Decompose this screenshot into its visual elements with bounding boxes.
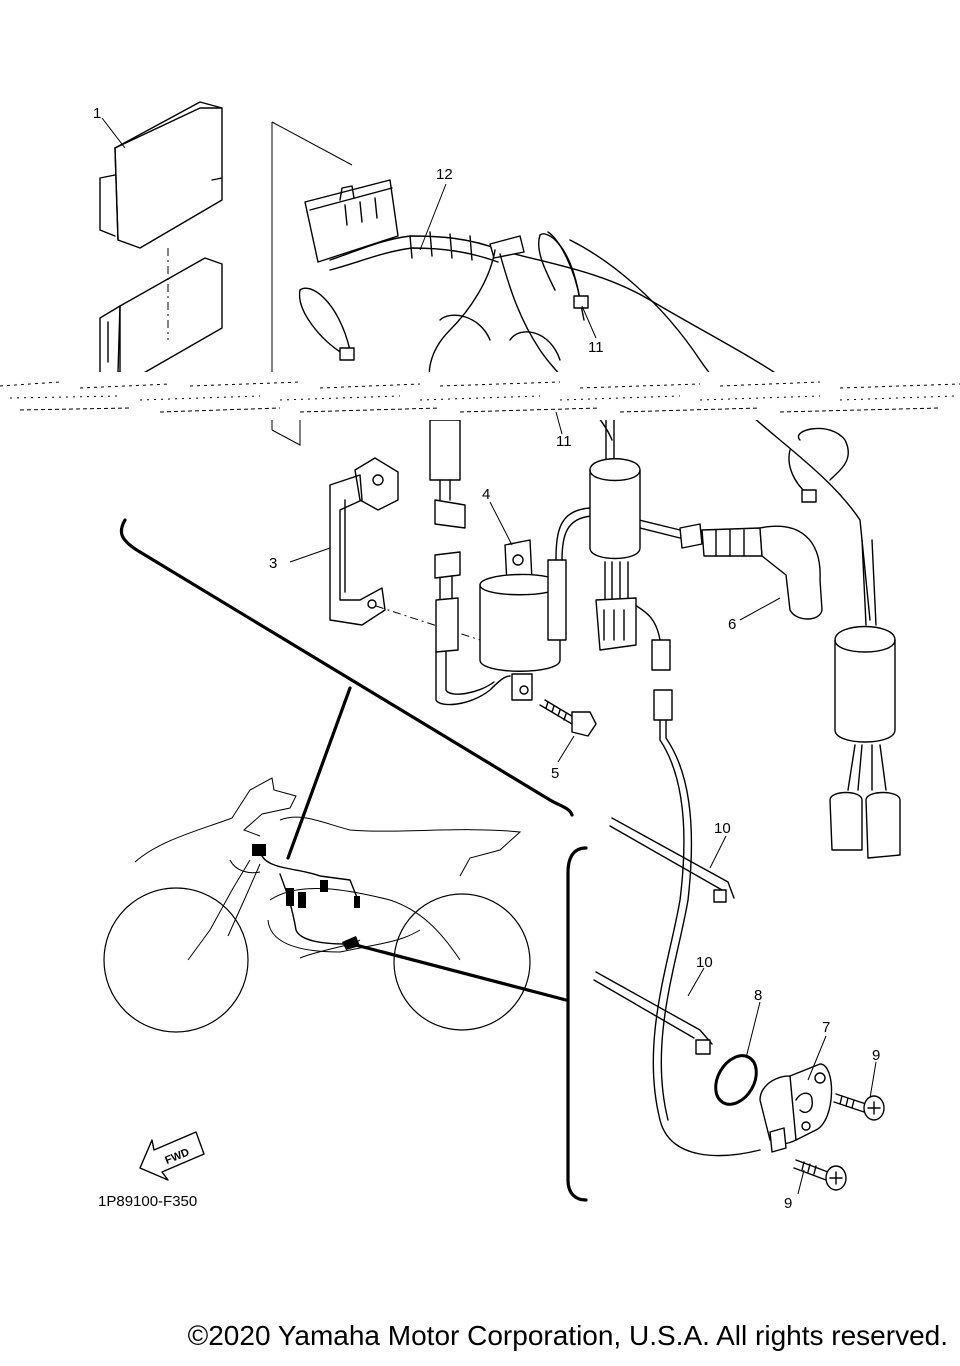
callout-6: 6 <box>728 616 736 633</box>
callout-8: 8 <box>754 987 762 1004</box>
cable-band-part-10-upper <box>609 817 735 903</box>
cdi-unit-part-1 <box>99 101 223 381</box>
diagram-code: 1P89100-F350 <box>98 1193 197 1210</box>
ignition-coil-part-4 <box>479 507 681 701</box>
junction-unit <box>589 419 761 1157</box>
bracket-part-3 <box>329 457 481 641</box>
cable-band-part-10-lower <box>593 971 713 1055</box>
detail-brackets <box>119 518 588 1202</box>
wire-harness-part-12 <box>304 179 871 621</box>
callout-9-upper: 9 <box>872 1047 880 1064</box>
fwd-arrow: FWD <box>139 1131 205 1181</box>
copyright-notice: ©2020 Yamaha Motor Corporation, U.S.A. A… <box>187 1320 948 1351</box>
scan-noise-band <box>0 372 960 420</box>
callout-11-lower: 11 <box>556 433 572 450</box>
callout-10-lower: 10 <box>696 954 713 971</box>
bolt-part-5 <box>539 699 597 737</box>
callout-numbers: 1 3 4 5 6 7 8 9 9 10 10 11 11 12 <box>93 105 880 1212</box>
callout-12: 12 <box>436 166 453 183</box>
callout-3: 3 <box>269 555 277 572</box>
callout-9-lower: 9 <box>784 1195 792 1212</box>
callout-1: 1 <box>93 105 101 122</box>
callout-5: 5 <box>551 765 559 782</box>
callout-10-upper: 10 <box>714 820 731 837</box>
callout-7: 7 <box>822 1019 830 1036</box>
spark-plug-cap-part-6 <box>679 523 823 620</box>
screw-part-9-lower <box>793 1159 847 1191</box>
screw-part-9-upper <box>833 1093 885 1121</box>
o-ring-part-8 <box>714 1054 758 1106</box>
callout-11-upper: 11 <box>588 339 604 356</box>
callout-4: 4 <box>482 486 490 503</box>
cable-ties-part-11 <box>298 233 849 503</box>
sensor-part-7 <box>759 1063 833 1153</box>
connectors-centre <box>429 419 511 706</box>
motorcycle-silhouette <box>103 777 531 1033</box>
callout-leaders <box>101 117 877 1195</box>
right-coil-unit <box>829 539 901 859</box>
